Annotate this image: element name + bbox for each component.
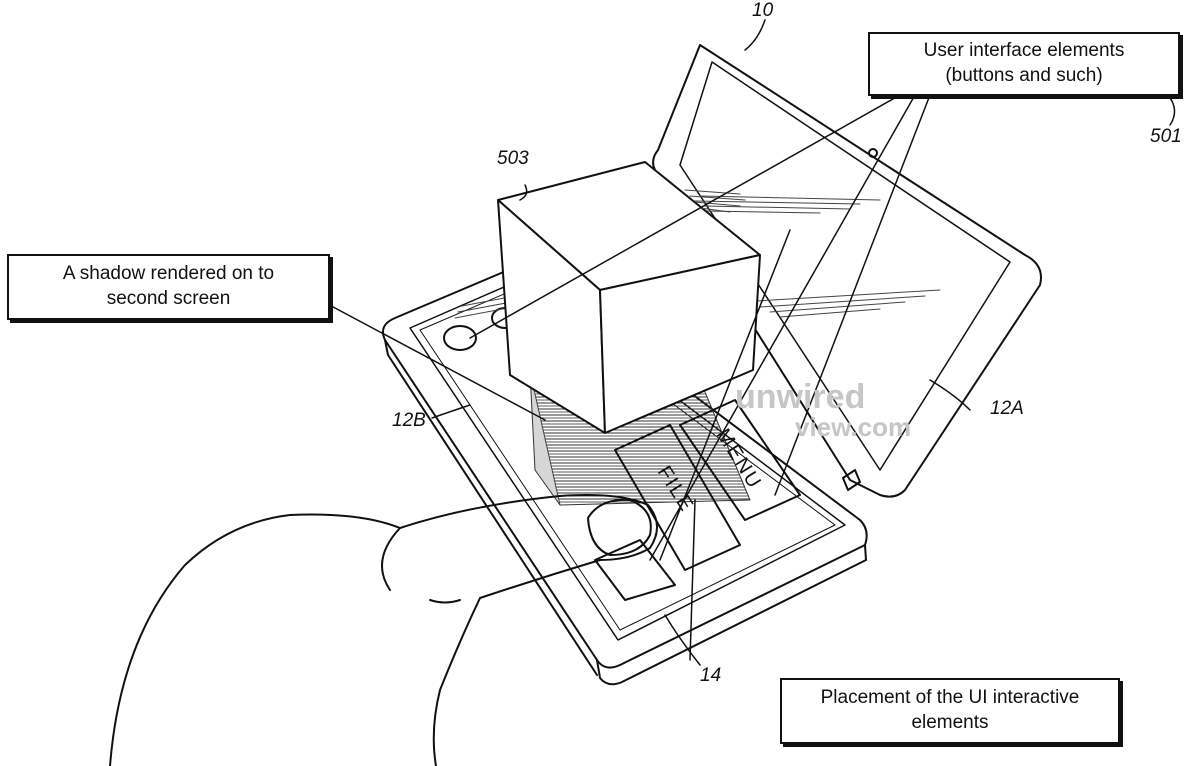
- callout-shadow: A shadow rendered on to second screen: [7, 254, 330, 320]
- ref-callout-ui: 501: [1150, 126, 1182, 147]
- ref-cube: 503: [497, 148, 529, 169]
- callout-ui-line2: (buttons and such): [945, 65, 1103, 86]
- file-button[interactable]: [614, 424, 741, 571]
- ref-screen-bottom: 12B: [392, 410, 426, 431]
- ref-device: 10: [752, 0, 774, 21]
- watermark-line2: view.com: [795, 412, 912, 442]
- callout-ui-line1: User interface elements: [923, 40, 1125, 62]
- ref-screen-top: 12A: [990, 398, 1024, 419]
- bottom-screen: [409, 279, 846, 641]
- top-screen-lid: [652, 44, 1042, 498]
- callout-placement-line1: Placement of the UI interactive: [820, 687, 1080, 709]
- circle-icon: [443, 325, 477, 351]
- lower-button[interactable]: [594, 539, 676, 601]
- menu-button[interactable]: [679, 399, 801, 521]
- leader-lines: [319, 19, 1176, 666]
- callout-shadow-line2: second screen: [106, 288, 231, 309]
- watermark: unwired view.com: [735, 380, 911, 440]
- ref-base: 14: [700, 665, 722, 686]
- watermark-line1: unwired: [735, 378, 866, 416]
- hand: [109, 494, 658, 766]
- camera-icon: [868, 148, 878, 158]
- callout-placement-line2: elements: [911, 712, 989, 733]
- callout-placement: Placement of the UI interactive elements: [780, 678, 1120, 744]
- callout-shadow-line1: A shadow rendered on to: [62, 263, 275, 285]
- callout-ui-elements: User interface elements (buttons and suc…: [868, 32, 1180, 96]
- floating-cube: [497, 161, 761, 434]
